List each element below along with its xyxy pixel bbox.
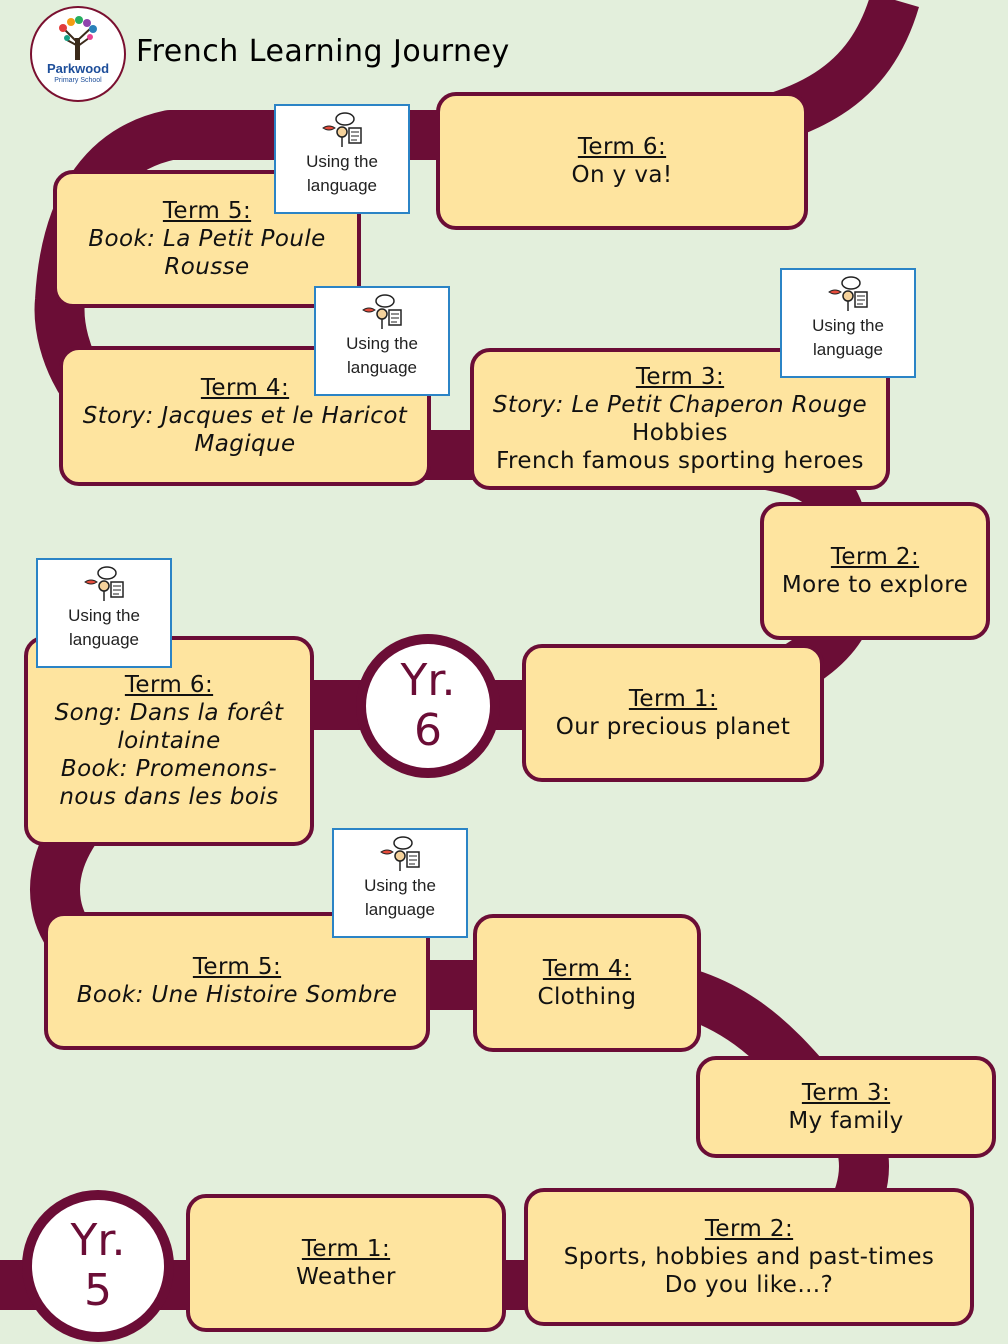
- year6-badge: Yr. 6: [356, 634, 500, 778]
- speaking-and-reading-symbol-icon: [322, 112, 362, 147]
- speaking-and-reading-symbol-icon: [84, 566, 124, 601]
- using-language-line2: language: [365, 900, 435, 919]
- y5-term5-box: Term 5: Book: Une Histoire Sombre: [44, 912, 430, 1050]
- y6-term2-box: Term 2: More to explore: [760, 502, 990, 640]
- y6-term3-text-1: Story: Le Petit Chaperon Rouge: [492, 392, 868, 418]
- y6-term2-text: More to explore: [781, 572, 969, 598]
- y6-term5-box: Term 5: Book: La Petit Poule Rousse: [53, 170, 361, 308]
- using-language-card: Using the language: [314, 286, 450, 396]
- y5-term1-box: Term 1: Weather: [186, 1194, 506, 1332]
- y6-term1-text: Our precious planet: [555, 714, 791, 740]
- y6-term1-box: Term 1: Our precious planet: [522, 644, 824, 782]
- page-title: French Learning Journey: [136, 34, 510, 69]
- using-language-line2: language: [813, 340, 883, 359]
- speaking-and-reading-symbol-icon: [362, 294, 402, 329]
- y6-term2-title: Term 2:: [830, 544, 920, 570]
- using-language-card: Using the language: [36, 558, 172, 668]
- school-logo: Parkwood Primary School: [30, 6, 126, 102]
- tree-icon: [59, 16, 97, 60]
- y5-term5-text: Book: Une Histoire Sombre: [76, 982, 398, 1008]
- y6-term6-title: Term 6:: [577, 134, 667, 160]
- year5-badge-line1: Yr.: [70, 1215, 126, 1266]
- y6-term5-title: Term 5:: [162, 198, 252, 224]
- y5-term1-text: Weather: [296, 1264, 396, 1290]
- y5-term5-title: Term 5:: [192, 954, 282, 980]
- y6-term3-text-3: French famous sporting heroes: [496, 448, 864, 474]
- y6-term4-text-2: Magique: [194, 431, 296, 457]
- y6-term4-title: Term 4:: [200, 375, 290, 401]
- y5-term2-title: Term 2:: [704, 1216, 794, 1242]
- using-language-line1: Using the: [306, 152, 378, 171]
- y5-term2-text-2: Do you like…?: [664, 1272, 834, 1298]
- y5-term6-title: Term 6:: [124, 672, 214, 698]
- using-language-line1: Using the: [812, 316, 884, 335]
- y5-term3-title: Term 3:: [801, 1080, 891, 1106]
- y6-term5-text-1: Book: La Petit Poule: [88, 226, 326, 252]
- y5-term4-title: Term 4:: [542, 956, 632, 982]
- y6-term4-text-1: Story: Jacques et le Haricot: [82, 403, 408, 429]
- y5-term3-text: My family: [788, 1108, 904, 1134]
- year5-badge-line2: 5: [84, 1265, 112, 1316]
- y5-term6-box: Term 6: Song: Dans la forêt lointaine Bo…: [24, 636, 314, 846]
- using-language-card: Using the language: [780, 268, 916, 378]
- y5-term4-text: Clothing: [537, 984, 637, 1010]
- y6-term1-title: Term 1:: [628, 686, 718, 712]
- using-language-card: Using the language: [274, 104, 410, 214]
- year6-badge-line2: 6: [414, 705, 442, 756]
- year6-badge-line1: Yr.: [400, 655, 456, 706]
- using-language-line1: Using the: [68, 606, 140, 625]
- y5-term2-box: Term 2: Sports, hobbies and past-times D…: [524, 1188, 974, 1326]
- using-language-card: Using the language: [332, 828, 468, 938]
- logo-subtitle: Primary School: [54, 77, 102, 84]
- y5-term1-title: Term 1:: [301, 1236, 391, 1262]
- y6-term3-title: Term 3:: [635, 364, 725, 390]
- y5-term6-text-2: lointaine: [117, 728, 221, 754]
- y5-term6-text-1: Song: Dans la forêt: [54, 700, 284, 726]
- speaking-and-reading-symbol-icon: [828, 276, 868, 311]
- y5-term4-box: Term 4: Clothing: [473, 914, 701, 1052]
- using-language-line1: Using the: [346, 334, 418, 353]
- y6-term3-text-2: Hobbies: [632, 420, 728, 446]
- speaking-and-reading-symbol-icon: [380, 836, 420, 871]
- y5-term6-text-3: Book: Promenons-: [60, 756, 278, 782]
- y5-term6-text-4: nous dans les bois: [59, 784, 279, 810]
- y6-term6-box: Term 6: On y va!: [436, 92, 808, 230]
- year5-badge: Yr. 5: [22, 1190, 174, 1342]
- y6-term5-text-2: Rousse: [164, 254, 250, 280]
- y5-term3-box: Term 3: My family: [696, 1056, 996, 1158]
- using-language-line2: language: [69, 630, 139, 649]
- using-language-line2: language: [307, 176, 377, 195]
- using-language-line1: Using the: [364, 876, 436, 895]
- y5-term2-text-1: Sports, hobbies and past-times: [563, 1244, 935, 1270]
- y6-term6-text: On y va!: [571, 162, 673, 188]
- using-language-line2: language: [347, 358, 417, 377]
- logo-name: Parkwood: [46, 61, 110, 76]
